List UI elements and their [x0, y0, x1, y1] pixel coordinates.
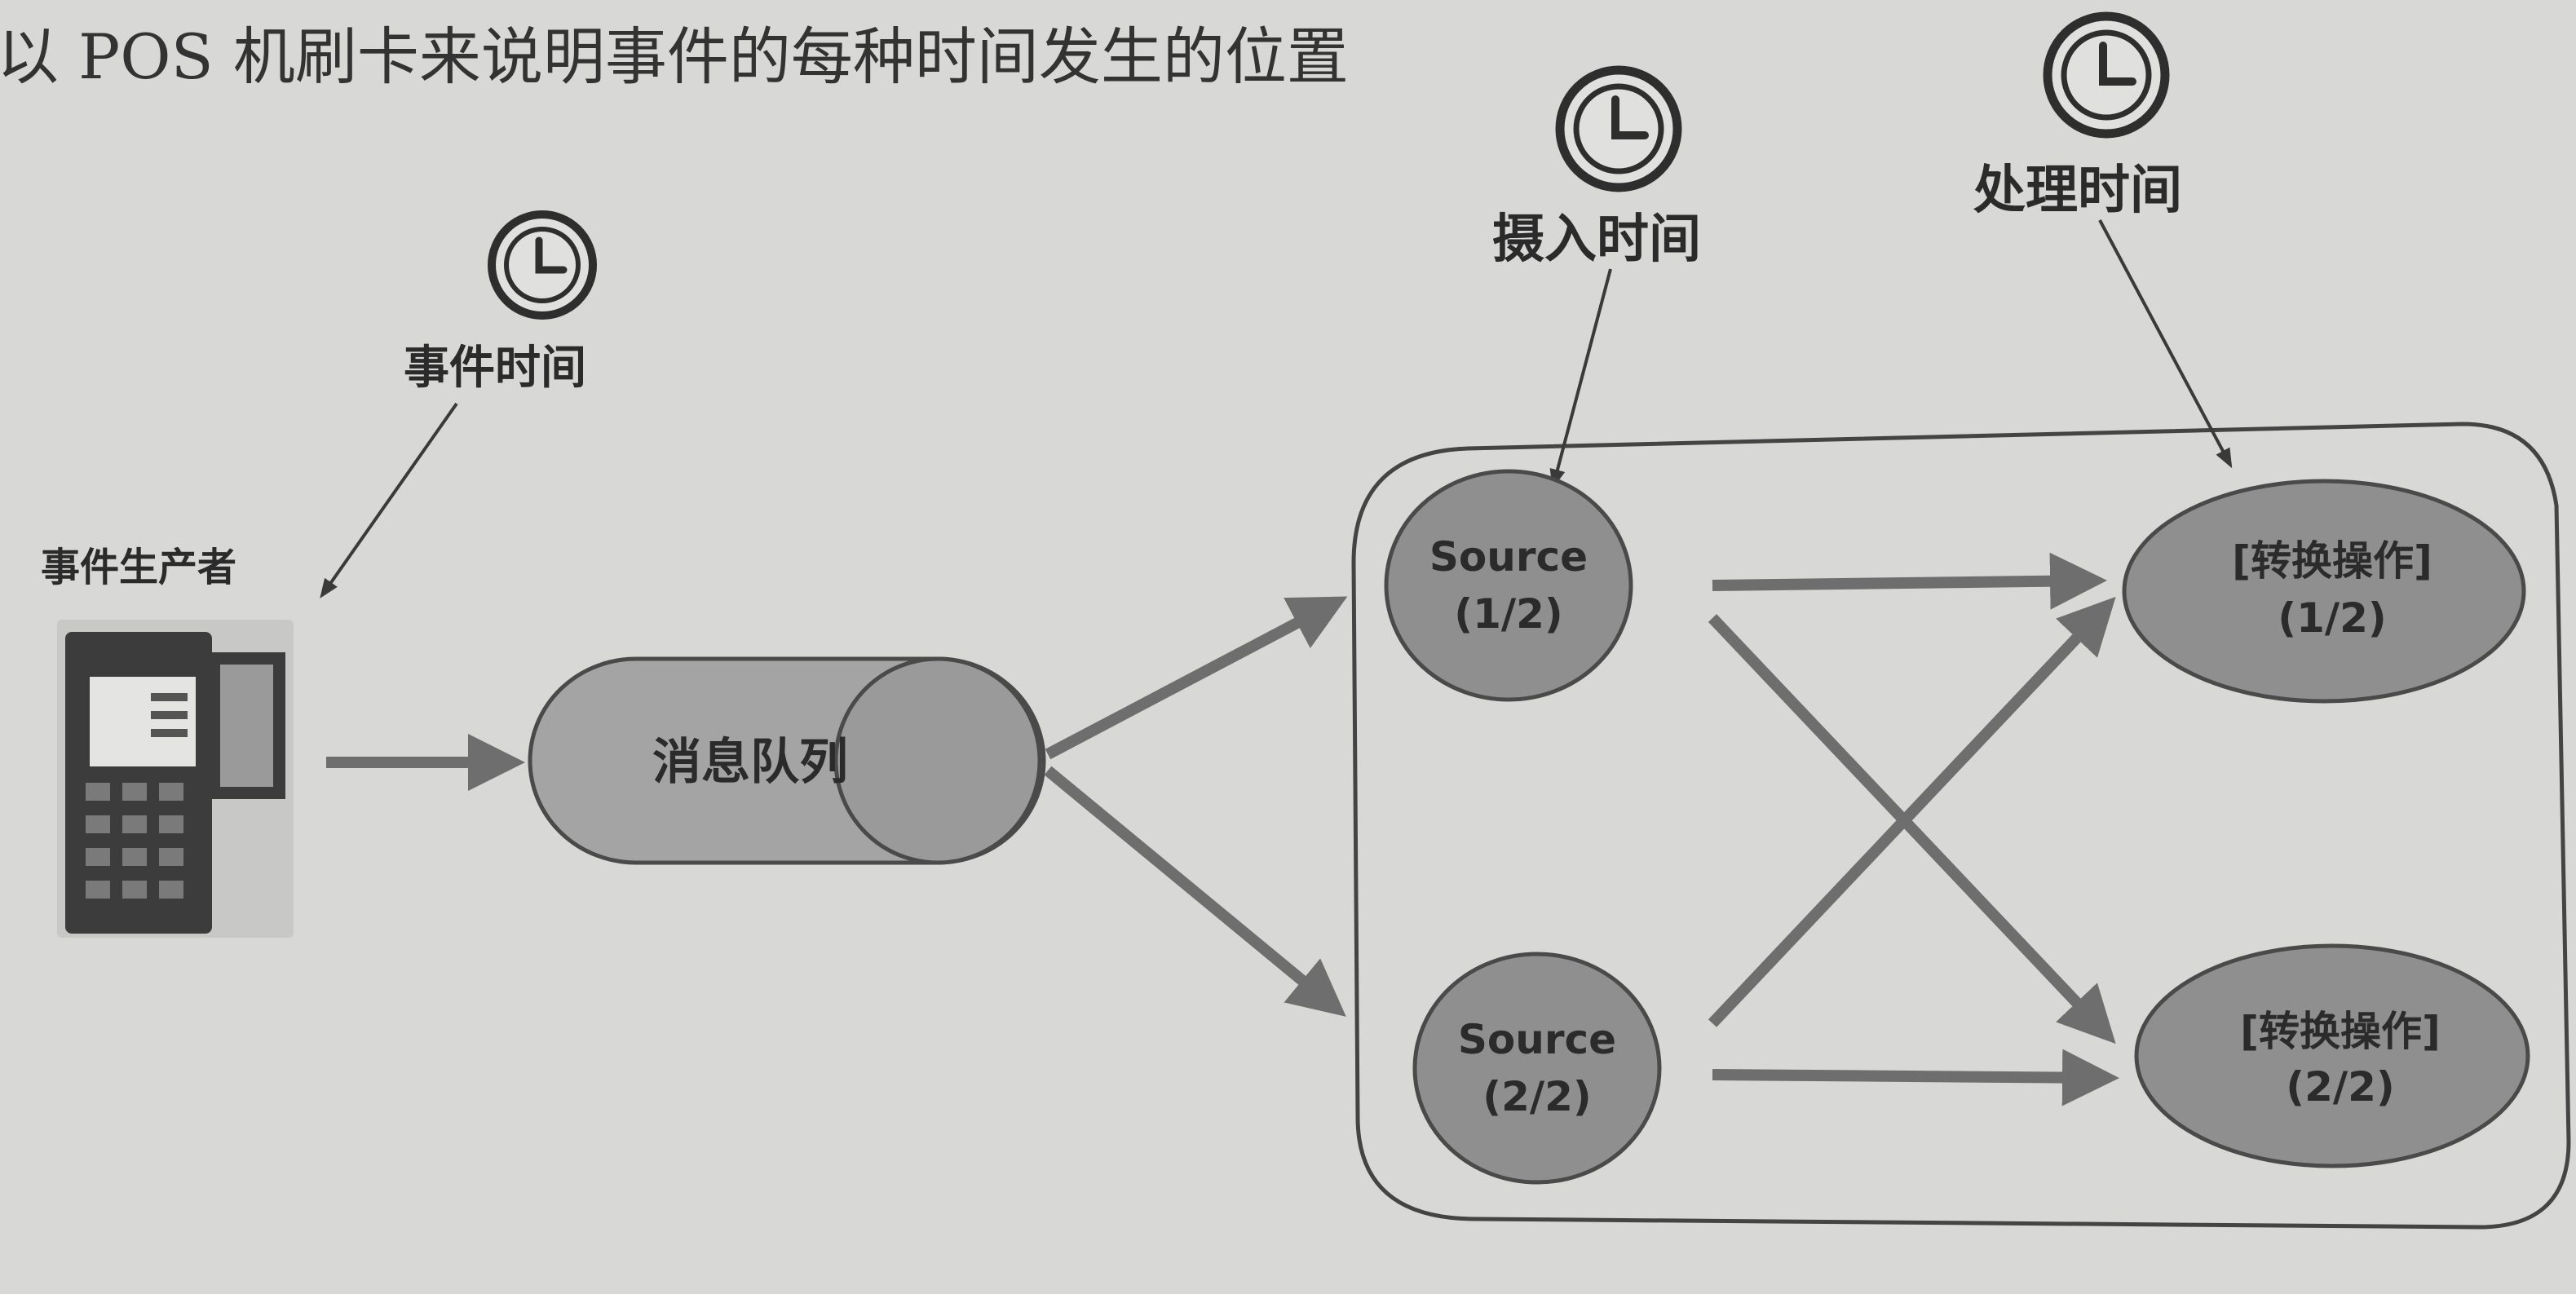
- queue-label: 消息队列: [652, 734, 848, 791]
- queue-to-source1-arrow: [1045, 596, 1348, 760]
- svg-text:(2/2): (2/2): [2286, 1063, 2395, 1111]
- message-queue: [528, 656, 1046, 865]
- queue-to-source2-arrow: [1044, 766, 1346, 1017]
- producer-label: 事件生产者: [41, 545, 236, 590]
- svg-text:(2/2): (2/2): [1482, 1073, 1592, 1120]
- svg-text:(1/2): (1/2): [2278, 594, 2387, 642]
- processing-time-label: 处理时间: [1973, 161, 2182, 221]
- event-time-label: 事件时间: [404, 342, 586, 395]
- ingestion-time-pointer: [1549, 268, 1612, 489]
- s1-to-op1-arrow: [1712, 552, 2107, 610]
- svg-text:Source: Source: [1458, 1016, 1616, 1063]
- svg-text:Source: Source: [1429, 533, 1588, 581]
- s2-to-op1-arrow: [1708, 596, 2116, 1027]
- processing-time-pointer: [2098, 219, 2233, 469]
- svg-text:[转换操作]: [转换操作]: [2240, 1008, 2441, 1055]
- svg-text:(1/2): (1/2): [1454, 590, 1563, 638]
- clock-icon: [2043, 11, 2170, 139]
- ingestion-time-label: 摄入时间: [1492, 210, 1701, 270]
- caption-text: 以 POS 机刷卡来说明事件的每种时间发生的位置: [0, 20, 1349, 93]
- job-container: [1351, 422, 2571, 1230]
- clock-icon: [1555, 65, 1682, 192]
- pos-terminal-icon: [57, 620, 294, 938]
- clock-icon: [488, 210, 597, 320]
- s1-to-op2-arrow: [1708, 614, 2116, 1044]
- event-time-pointer: [320, 402, 458, 598]
- source-node-1: Source (1/2): [1384, 469, 1633, 702]
- svg-text:[转换操作]: [转换操作]: [2232, 537, 2432, 585]
- operator-node-1: [转换操作] (1/2): [2122, 479, 2526, 704]
- s2-to-op2-arrow: [1712, 1049, 2119, 1106]
- operator-node-2: [转换操作] (2/2): [2134, 943, 2530, 1168]
- source-node-2: Source (2/2): [1412, 952, 1662, 1185]
